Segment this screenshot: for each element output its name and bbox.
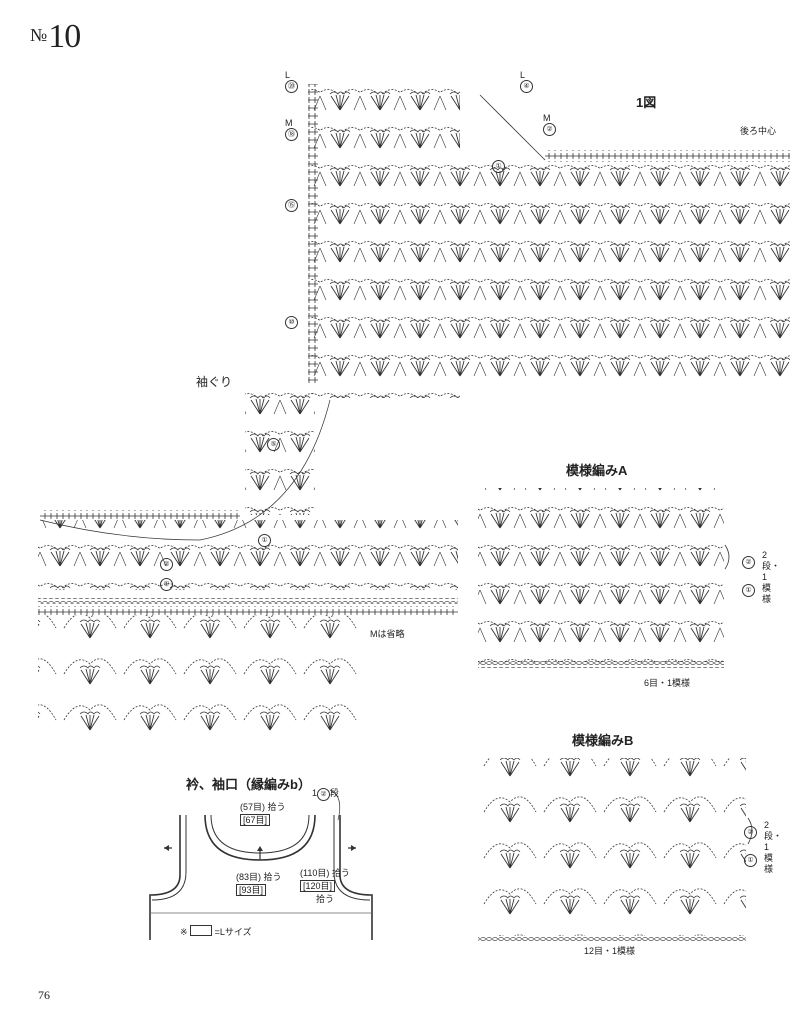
row-label-1-lower: ① xyxy=(160,578,173,591)
pattern-a-row1: ① xyxy=(742,584,755,597)
pattern-b-row2: ② xyxy=(744,826,757,839)
pattern-b-title: 模様編みB xyxy=(572,733,634,748)
armhole-label: 袖ぐり xyxy=(196,375,233,389)
pattern-b-repeat-sts: 12目・1模様 xyxy=(584,946,636,956)
row-label-5: ⑤ xyxy=(267,438,280,451)
pattern-a-repeat-sts: 6目・1模様 xyxy=(644,678,691,688)
row-label-15: ⑮ xyxy=(285,199,298,212)
pattern-a-row2: ② xyxy=(742,556,755,569)
back-center-label: 後ろ中心 xyxy=(740,126,777,136)
neck-back-count: (57目) 拾う [67目] xyxy=(240,802,286,826)
armhole-count: (110目) 拾う [120目] 拾う xyxy=(300,868,350,904)
neck-diagram-title: 衿、袖口（縁編みb） xyxy=(186,777,311,792)
m-omitted-note: Mは省略 xyxy=(370,629,405,639)
page-number: 76 xyxy=(38,988,50,1002)
legend-box-icon xyxy=(190,925,213,936)
row-label-10: ⑩ xyxy=(285,316,298,329)
legend: ※ =Lサイズ xyxy=(180,925,252,937)
row-label-2-lower: ② xyxy=(160,558,173,571)
pattern-number: №10 xyxy=(30,18,81,55)
neck-front-count: (83目) 拾う [93目] xyxy=(236,872,282,896)
pattern-b-row1: ① xyxy=(744,854,757,867)
row-label-1-upper: ① xyxy=(492,160,505,173)
pattern-a-title: 模様編みA xyxy=(566,463,628,478)
neck-schematic xyxy=(149,789,373,940)
pattern-b-repeat-rows: 2段・1模様 xyxy=(764,820,783,874)
row-label-1-mid: ① xyxy=(258,534,271,547)
figure1-title: 1図 xyxy=(636,95,657,110)
pattern-a-repeat-rows: 2段・1模様 xyxy=(762,550,781,604)
